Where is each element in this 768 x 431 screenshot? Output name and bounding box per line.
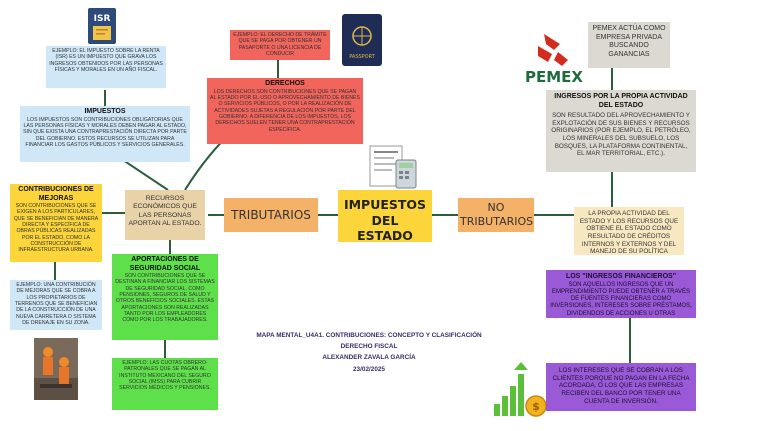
tax-form-icon: [368, 144, 418, 190]
growth-coin-icon: $: [492, 360, 548, 418]
intereses-text: LOS INTERESES QUE SE COBRAN A LOS CLIENT…: [552, 367, 690, 405]
financieros-title: LOS "INGRESOS FINANCIEROS": [565, 273, 677, 280]
pemex-note-text: PEMEX ACTÚA COMO EMPRESA PRIVADA BUSCAND…: [592, 25, 666, 58]
svg-text:ISR: ISR: [94, 14, 111, 24]
propia-summary-box: LA PROPIA ACTIVIDAD DEL ESTADO Y LOS REC…: [574, 207, 684, 255]
derecho-example-text: EJEMPLO: EL DERECHO DE TRÁMITE QUE SE PA…: [233, 32, 327, 58]
recursos-box: RECURSOS ECONÓMICOS QUE LAS PERSONAS APO…: [125, 190, 205, 240]
mejoras-example-text: EJEMPLO: UNA CONTRIBUCIÓN DE MEJORAS QUE…: [14, 282, 98, 327]
isr-example-text: EJEMPLO: EL IMPUESTO SOBRE LA RENTA (ISR…: [49, 48, 163, 74]
impuestos-title: IMPUESTOS: [84, 108, 126, 115]
no-tributarios-node: NO TRIBUTARIOS: [458, 198, 534, 232]
no-tributarios-label: NO TRIBUTARIOS: [460, 201, 534, 229]
pemex-note-box: PEMEX ACTÚA COMO EMPRESA PRIVADA BUSCAND…: [588, 22, 670, 68]
tributarios-label: TRIBUTARIOS: [231, 208, 311, 222]
footer-credits: MAPA MENTAL_U4A1. CONTRIBUCIONES: CONCEP…: [224, 330, 514, 375]
mejoras-box: CONTRIBUCIONES DE MEJORAS SON CONTRIBUCI…: [10, 184, 102, 262]
footer-line-1: MAPA MENTAL_U4A1. CONTRIBUCIONES: CONCEP…: [256, 332, 482, 339]
seguridad-box: APORTACIONES DE SEGURIDAD SOCIAL SON CON…: [112, 254, 218, 340]
seguridad-example-text: EJEMPLO: LAS CUOTAS OBRERO-PATRONALES QU…: [119, 360, 211, 392]
footer-line-2: DERECHO FISCAL: [340, 343, 398, 351]
derecho-example-box: EJEMPLO: EL DERECHO DE TRÁMITE QUE SE PA…: [230, 30, 330, 60]
propia-title: INGRESOS POR LA PROPIA ACTIVIDAD DEL EST…: [554, 93, 688, 109]
seguridad-title: APORTACIONES DE SEGURIDAD SOCIAL: [129, 256, 201, 272]
derechos-title: DERECHOS: [265, 80, 305, 87]
impuestos-box: IMPUESTOS LOS IMPUESTOS SON CONTRIBUCION…: [20, 106, 190, 162]
center-title: IMPUESTOS DEL ESTADO: [343, 197, 427, 242]
seguridad-text: SON CONTRIBUCIONES QUE SE DESTINAN A FIN…: [115, 273, 215, 324]
intereses-box: LOS INTERESES QUE SE COBRAN A LOS CLIENT…: [546, 363, 696, 411]
financieros-text: SON AQUELLOS INGRESOS QUE UN EMPRENDIMIE…: [550, 281, 692, 317]
seguridad-example-box: EJEMPLO: LAS CUOTAS OBRERO-PATRONALES QU…: [112, 358, 218, 410]
mejoras-example-box: EJEMPLO: UNA CONTRIBUCIÓN DE MEJORAS QUE…: [10, 280, 102, 330]
center-node: IMPUESTOS DEL ESTADO: [338, 190, 432, 242]
financieros-box: LOS "INGRESOS FINANCIEROS" SON AQUELLOS …: [546, 270, 696, 318]
recursos-text: RECURSOS ECONÓMICOS QUE LAS PERSONAS APO…: [128, 195, 202, 227]
pemex-logo: PEMEX: [514, 30, 594, 90]
svg-text:PASSPORT: PASSPORT: [349, 54, 376, 60]
tributarios-node: TRIBUTARIOS: [224, 198, 318, 232]
footer-line-4: 23/02/2025: [353, 365, 385, 373]
isr-example-box: EJEMPLO: EL IMPUESTO SOBRE LA RENTA (ISR…: [46, 46, 166, 88]
passport-icon: PASSPORT: [342, 14, 382, 66]
isr-document-icon: ISR: [88, 8, 116, 44]
mejoras-title: CONTRIBUCIONES DE MEJORAS: [18, 186, 94, 202]
mejoras-text: SON CONTRIBUCIONES QUE SE EXIGEN A LOS P…: [13, 203, 99, 254]
svg-text:$: $: [532, 400, 540, 413]
propia-summary-text: LA PROPIA ACTIVIDAD DEL ESTADO Y LOS REC…: [579, 210, 679, 255]
svg-text:PEMEX: PEMEX: [525, 68, 583, 86]
construction-workers-image: [34, 338, 78, 400]
impuestos-text: LOS IMPUESTOS SON CONTRIBUCIONES OBLIGAT…: [23, 116, 187, 148]
derechos-box: DERECHOS LOS DERECHOS SON CONTRIBUCIONES…: [207, 78, 363, 144]
propia-text: SON RESULTADO DEL APROVECHAMIENTO Y EXPL…: [551, 112, 691, 158]
footer-line-3: ALEXANDER ZAVALA GARCÍA: [322, 354, 416, 362]
derechos-text: LOS DERECHOS SON CONTRIBUCIONES QUE SE P…: [210, 88, 360, 133]
propia-box: INGRESOS POR LA PROPIA ACTIVIDAD DEL EST…: [546, 90, 696, 172]
